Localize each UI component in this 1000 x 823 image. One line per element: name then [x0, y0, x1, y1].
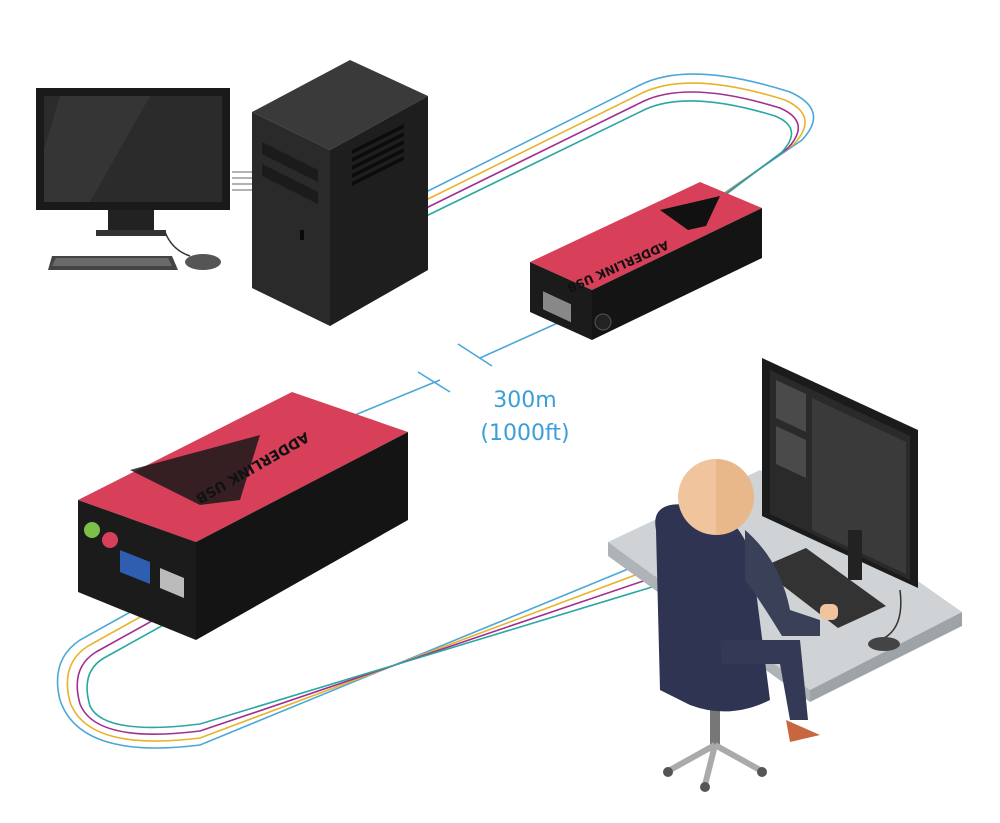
distance-feet: (1000ft) — [480, 421, 569, 446]
upper-cable-bundle — [232, 73, 815, 221]
extender-unit-icon — [530, 182, 762, 340]
pc-tower-icon — [252, 60, 428, 326]
long-distance-link — [354, 321, 561, 416]
mouse-icon — [868, 589, 902, 651]
distance-meters: 300m — [493, 388, 556, 413]
keyboard-icon — [760, 548, 886, 628]
monitor-icon — [762, 358, 918, 588]
lower-cable-bundle — [56, 559, 663, 749]
mouse-icon — [164, 231, 221, 270]
person-icon — [678, 459, 838, 742]
extender-unit-icon — [78, 392, 408, 640]
monitor-icon — [36, 88, 230, 236]
keyboard-icon — [48, 256, 178, 270]
